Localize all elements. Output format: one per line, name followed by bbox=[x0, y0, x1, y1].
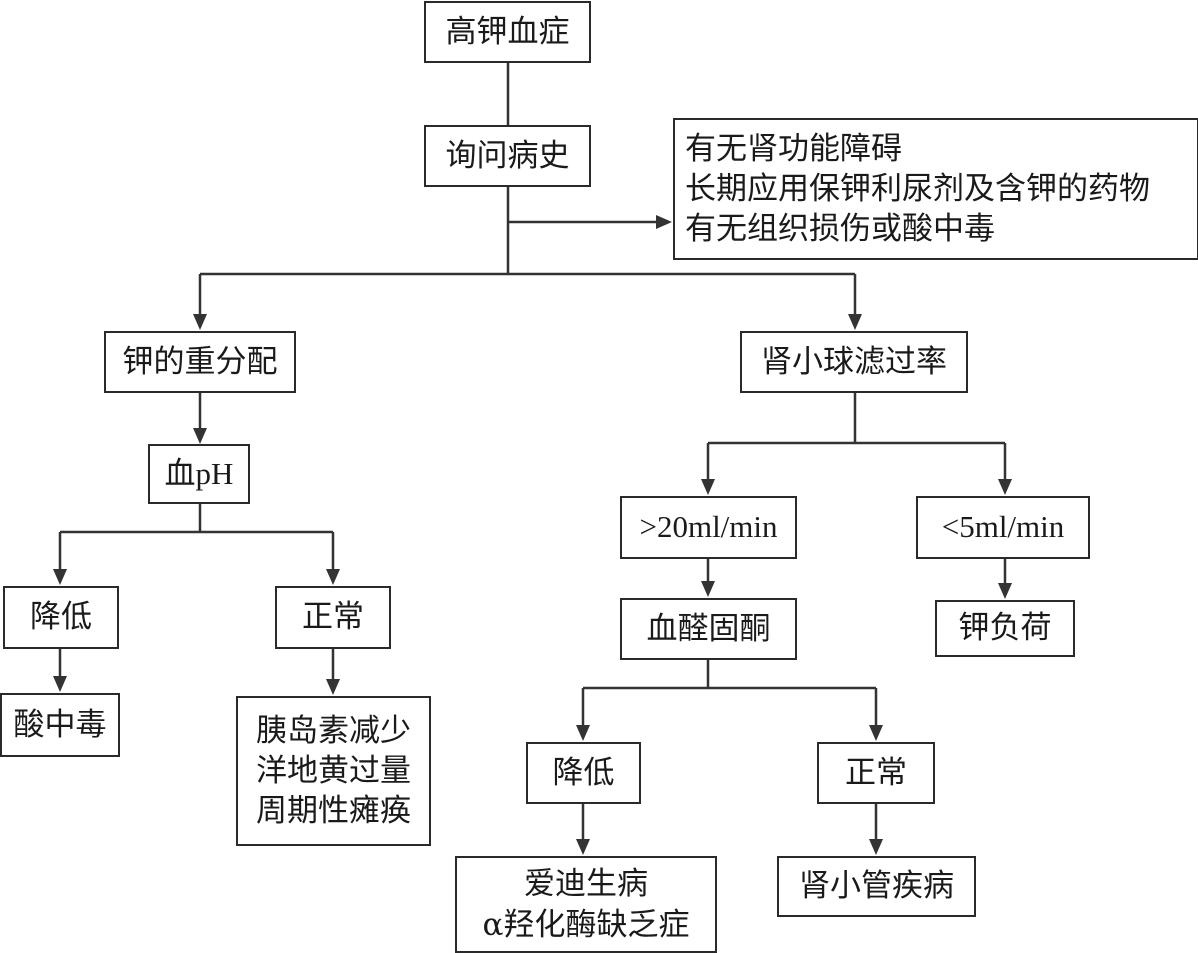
cause-hydroxylase-deficiency: α羟化酶缺乏症 bbox=[482, 906, 690, 943]
node-acidosis: 酸中毒 bbox=[0, 693, 120, 757]
node-blood-aldosterone: 血醛固酮 bbox=[620, 598, 797, 660]
node-glomerular-filtration-rate: 肾小球滤过率 bbox=[740, 331, 968, 393]
node-aldosterone-normal: 正常 bbox=[817, 742, 935, 804]
node-potassium-load: 钾负荷 bbox=[935, 600, 1075, 657]
cause-periodic-paralysis: 周期性瘫痪 bbox=[256, 793, 411, 830]
cause-digitalis-overdose: 洋地黄过量 bbox=[256, 752, 411, 789]
node-history-notes: 有无肾功能障碍 长期应用保钾利尿剂及含钾的药物 有无组织损伤或酸中毒 bbox=[673, 118, 1198, 260]
node-blood-ph: 血pH bbox=[148, 444, 250, 504]
node-ph-decreased: 降低 bbox=[3, 586, 119, 649]
node-gfr-below-5: <5ml/min bbox=[916, 496, 1090, 559]
node-aldosterone-decreased: 降低 bbox=[526, 742, 641, 804]
history-note-1: 有无肾功能障碍 bbox=[685, 130, 902, 167]
node-ph-normal: 正常 bbox=[275, 586, 391, 649]
node-gfr-above-20: >20ml/min bbox=[620, 496, 797, 559]
cause-insulin-decrease: 胰岛素减少 bbox=[256, 712, 411, 749]
node-aldosterone-decreased-causes: 爱迪生病 α羟化酶缺乏症 bbox=[455, 856, 717, 953]
node-ph-normal-causes: 胰岛素减少 洋地黄过量 周期性瘫痪 bbox=[236, 696, 431, 846]
node-potassium-redistribution: 钾的重分配 bbox=[104, 331, 296, 393]
cause-addison-disease: 爱迪生病 bbox=[524, 866, 648, 903]
root-node-hyperkalemia: 高钾血症 bbox=[424, 1, 591, 63]
node-renal-tubular-disease: 肾小管疾病 bbox=[777, 856, 976, 917]
node-take-history: 询问病史 bbox=[424, 125, 591, 187]
history-note-2: 长期应用保钾利尿剂及含钾的药物 bbox=[685, 170, 1150, 207]
history-note-3: 有无组织损伤或酸中毒 bbox=[685, 211, 995, 248]
